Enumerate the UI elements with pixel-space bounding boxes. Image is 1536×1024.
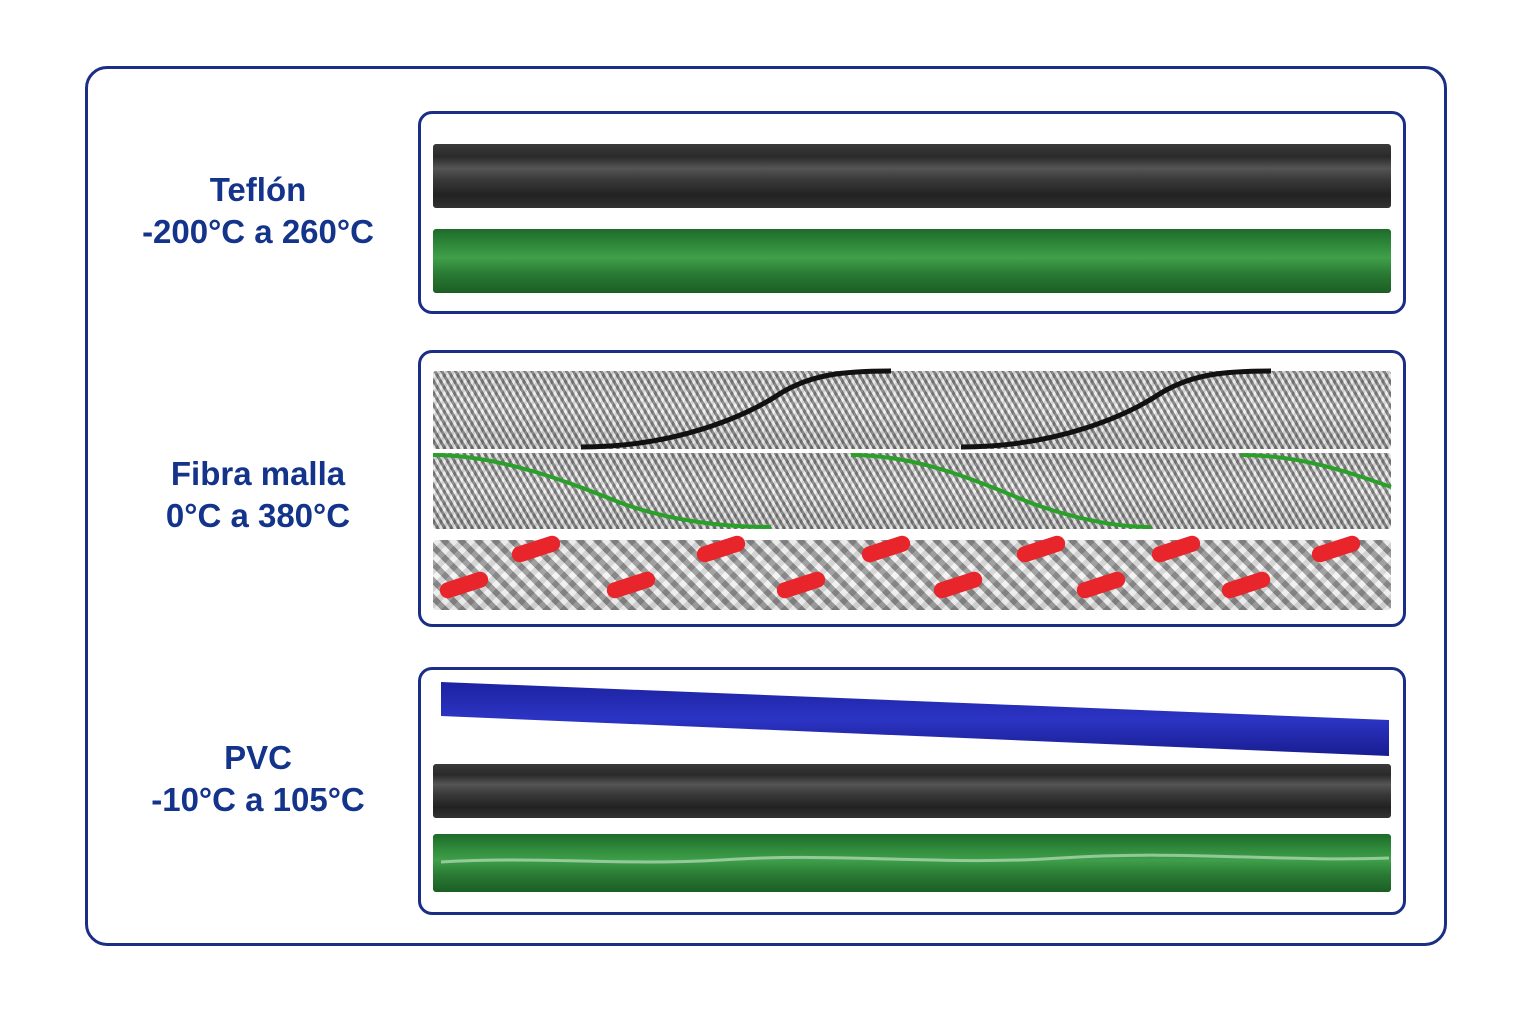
teflon-cable-panel <box>418 111 1406 314</box>
section-label-pvc: PVC -10°C a 105°C <box>88 737 428 821</box>
tracer-overlay <box>432 368 1392 599</box>
section-range: -200°C a 260°C <box>142 213 374 250</box>
red-tracer-marks <box>439 535 1361 599</box>
section-label-teflon: Teflón -200°C a 260°C <box>88 169 428 253</box>
section-range: -10°C a 105°C <box>151 781 365 818</box>
pvc-blue-cable <box>441 682 1389 756</box>
fibra-cable-panel <box>418 350 1406 627</box>
pvc-green-cable <box>433 834 1391 892</box>
section-range: 0°C a 380°C <box>165 497 351 534</box>
green-tracer-line <box>432 453 1392 529</box>
teflon-black-cable <box>433 144 1391 208</box>
section-title: Fibra malla <box>170 455 346 492</box>
section-title: Teflón <box>209 171 307 208</box>
pvc-cable-panel <box>418 667 1406 915</box>
black-tracer-line <box>580 368 1272 450</box>
section-label-fibra: Fibra malla 0°C a 380°C <box>88 453 428 537</box>
teflon-green-cable <box>433 229 1391 293</box>
pvc-green-sheen <box>440 853 1390 864</box>
braid-cable-black-tracer <box>433 371 1391 449</box>
section-title: PVC <box>224 739 292 776</box>
pvc-black-cable <box>433 764 1391 818</box>
braid-cable-red-tracer <box>433 540 1391 610</box>
